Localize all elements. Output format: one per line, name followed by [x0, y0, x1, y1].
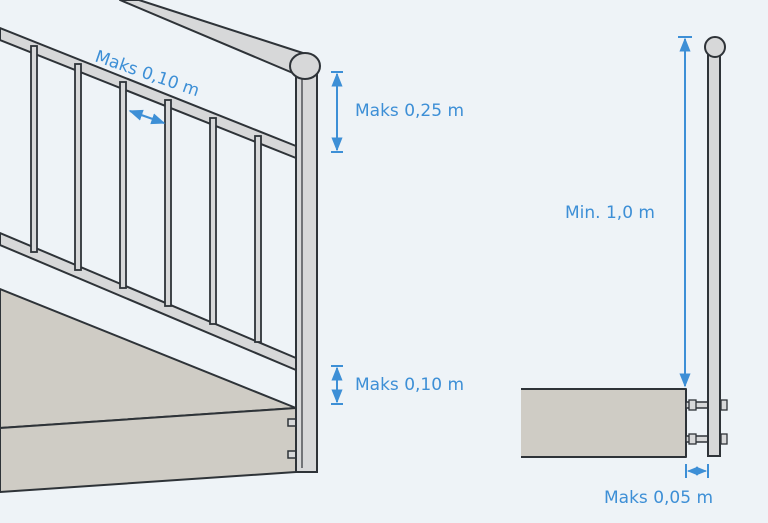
- stair-slab: [0, 288, 297, 493]
- top-gap-dimension: Maks 0,25 m: [331, 71, 464, 153]
- stair-railing-view: Maks 0,10 m Maks 0,25 m Maks 0,10 m: [0, 0, 464, 493]
- balusters: [30, 45, 262, 343]
- railing-height-label: Min. 1,0 m: [565, 203, 655, 223]
- corner-post: [289, 52, 321, 473]
- baluster: [254, 135, 262, 343]
- baluster: [164, 99, 172, 307]
- baluster: [119, 81, 127, 289]
- edge-offset-dimension: Maks 0,05 m: [604, 464, 713, 508]
- bottom-gap-dimension: Maks 0,10 m: [331, 365, 464, 405]
- top-gap-label: Maks 0,25 m: [355, 101, 464, 121]
- section-slab: [521, 388, 687, 458]
- baluster: [209, 117, 217, 325]
- double-arrow-icon: [128, 109, 166, 125]
- railing-height-dimension: Min. 1,0 m: [565, 36, 692, 388]
- section-post: [704, 36, 726, 457]
- side-section-view: Min. 1,0 m Maks 0,05 m: [521, 36, 728, 508]
- edge-offset-label: Maks 0,05 m: [604, 488, 713, 508]
- bottom-gap-label: Maks 0,10 m: [355, 375, 464, 395]
- baluster: [74, 63, 82, 271]
- baluster: [30, 45, 38, 253]
